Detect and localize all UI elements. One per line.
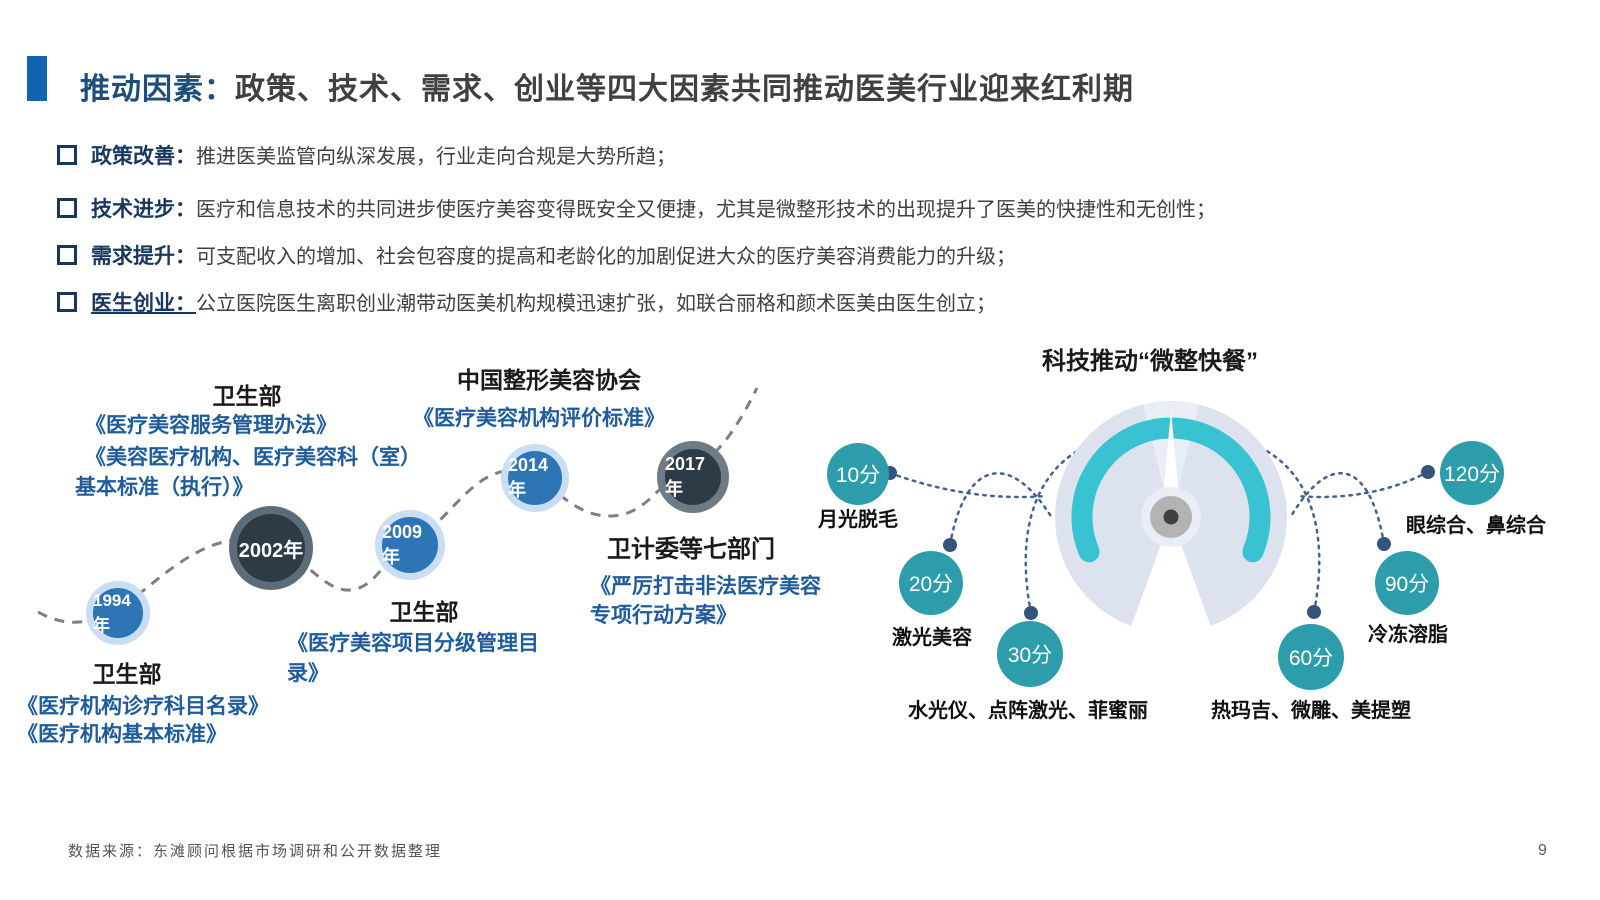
duration-circle-10min: 10分 — [827, 443, 889, 505]
duration-120min: 120分 — [1443, 463, 1501, 486]
doc-institution-standards-line2: 基本标准（执行）》 — [75, 476, 254, 499]
bullet-policy: 政策改善：推进医美监管向纵深发展，行业走向合规是大势所趋； — [57, 140, 1557, 170]
milestone-2002-year: 2002年 — [238, 539, 304, 562]
bullet-doctor-startup-body: 公立医院医生离职创业潮带动医美机构规模迅速扩张，如联合丽格和颜术医美由医生创立； — [196, 293, 996, 315]
org-plastic-association: 中国整形美容协会 — [457, 367, 641, 393]
bullet-demand: 需求提升：可支配收入的增加、社会包容度的提高和老龄化的加剧促进大众的医疗美容消费… — [57, 240, 1557, 270]
doc-grading-management-line1: 《医疗美容项目分级管理目 — [287, 632, 539, 655]
doc-evaluation-standards: 《医疗美容机构评价标准》 — [413, 407, 665, 430]
connector-20min — [948, 472, 1054, 547]
milestone-2014-year: 2014年 — [508, 454, 549, 500]
connector-90min — [1288, 472, 1386, 546]
treatment-label-120min: 眼综合、鼻综合 — [1406, 515, 1546, 537]
treatment-label-30min: 水光仪、点阵激光、菲蜜丽 — [908, 700, 1148, 722]
title-accent-bar — [27, 56, 47, 101]
doc-diagnosis-catalog: 《医疗机构诊疗科目名录》 — [17, 695, 269, 718]
milestone-2017-year: 2017年 — [665, 453, 706, 499]
bullet-doctor-startup-text: 医生创业：公立医院医生离职创业潮带动医美机构规模迅速扩张，如联合丽格和颜术医美由… — [91, 287, 996, 317]
duration-10min: 10分 — [835, 464, 881, 487]
bullet-demand-body: 可支配收入的增加、社会包容度的提高和老龄化的加剧促进大众的医疗美容消费能力的升级… — [196, 246, 1016, 268]
bullet-doctor-startup: 医生创业：公立医院医生离职创业潮带动医美机构规模迅速扩张，如联合丽格和颜术医美由… — [57, 287, 1557, 317]
bullet-technology-lead: 技术进步： — [91, 198, 196, 221]
gauge-hub-dot — [1163, 509, 1179, 525]
connector-120min — [1294, 470, 1430, 499]
bullet-technology-text: 技术进步：医疗和信息技术的共同进步使医疗美容变得既安全又便捷，尤其是微整形技术的… — [91, 193, 1216, 223]
org-health-ministry-1994: 卫生部 — [92, 661, 162, 687]
treatment-label-60min: 热玛吉、微雕、美提塑 — [1211, 700, 1411, 722]
title-rest: 政策、技术、需求、创业等四大因素共同推动医美行业迎来红利期 — [235, 73, 1134, 106]
milestone-1994-year: 1994年 — [93, 590, 131, 635]
page-title: 推动因素：政策、技术、需求、创业等四大因素共同推动医美行业迎来红利期 — [80, 64, 1134, 108]
connector-end-dots — [883, 465, 1435, 620]
duration-30min: 30分 — [1007, 644, 1053, 667]
duration-circle-60min: 60分 — [1278, 624, 1344, 690]
page-number: 9 — [1538, 842, 1547, 859]
duration-circle-30min: 30分 — [997, 621, 1063, 687]
connector-60min — [1246, 440, 1321, 614]
milestone-1994: 1994年 — [86, 581, 150, 645]
org-health-commission: 卫计委等七部门 — [607, 536, 775, 563]
milestone-2017: 2017年 — [657, 441, 729, 513]
duration-circle-20min: 20分 — [899, 551, 963, 615]
doc-institution-standards-line1: 《美容医疗机构、医疗美容科（室） — [85, 446, 421, 469]
square-bullet-icon — [57, 198, 77, 218]
milestone-2014: 2014年 — [501, 444, 569, 512]
square-bullet-icon — [57, 145, 77, 165]
doc-service-management: 《医疗美容服务管理办法》 — [85, 414, 337, 437]
bullet-policy-lead: 政策改善： — [91, 145, 196, 168]
doc-grading-management-line2: 录》 — [287, 662, 329, 685]
org-health-ministry-2009: 卫生部 — [389, 599, 459, 625]
policy-timeline: 1994年 2002年 2009年 2014年 2017年 卫生部 《医疗美容服… — [0, 330, 821, 790]
milestone-2009-year: 2009年 — [382, 521, 423, 567]
bullet-technology-body: 医疗和信息技术的共同进步使医疗美容变得既安全又便捷，尤其是微整形技术的出现提升了… — [196, 199, 1216, 221]
milestone-2002: 2002年 — [229, 506, 313, 590]
org-health-ministry-top: 卫生部 — [212, 383, 282, 409]
speed-gauge-diagram: 科技推动“微整快餐” 1 — [780, 330, 1600, 770]
milestone-2009: 2009年 — [375, 510, 445, 580]
title-prefix: 推动因素： — [80, 73, 235, 106]
gauge-title: 科技推动“微整快餐” — [1042, 348, 1258, 375]
bullet-demand-lead: 需求提升： — [91, 245, 196, 268]
gauge-canvas — [883, 401, 1435, 626]
duration-circle-120min: 120分 — [1440, 441, 1504, 505]
bullet-policy-text: 政策改善：推进医美监管向纵深发展，行业走向合规是大势所趋； — [91, 140, 676, 170]
duration-60min: 60分 — [1288, 647, 1334, 670]
bullet-demand-text: 需求提升：可支配收入的增加、社会包容度的提高和老龄化的加剧促进大众的医疗美容消费… — [91, 240, 1016, 270]
doc-crackdown-plan-line1: 《严厉打击非法医疗美容 — [590, 575, 821, 598]
bullet-doctor-startup-lead: 医生创业： — [91, 292, 196, 315]
duration-circle-90min: 90分 — [1375, 551, 1439, 615]
duration-90min: 90分 — [1384, 573, 1430, 596]
treatment-label-90min: 冷冻溶脂 — [1368, 624, 1448, 646]
square-bullet-icon — [57, 292, 77, 312]
bullet-policy-body: 推进医美监管向纵深发展，行业走向合规是大势所趋； — [196, 146, 676, 168]
data-source-note: 数据来源：东滩顾问根据市场调研和公开数据整理 — [68, 844, 443, 860]
duration-20min: 20分 — [908, 573, 954, 596]
square-bullet-icon — [57, 245, 77, 265]
doc-basic-standards: 《医疗机构基本标准》 — [17, 723, 227, 746]
treatment-label-10min: 月光脱毛 — [818, 509, 898, 531]
doc-crackdown-plan-line2: 专项行动方案》 — [590, 604, 737, 627]
bullet-technology: 技术进步：医疗和信息技术的共同进步使医疗美容变得既安全又便捷，尤其是微整形技术的… — [57, 193, 1557, 223]
treatment-label-20min: 激光美容 — [892, 627, 972, 649]
